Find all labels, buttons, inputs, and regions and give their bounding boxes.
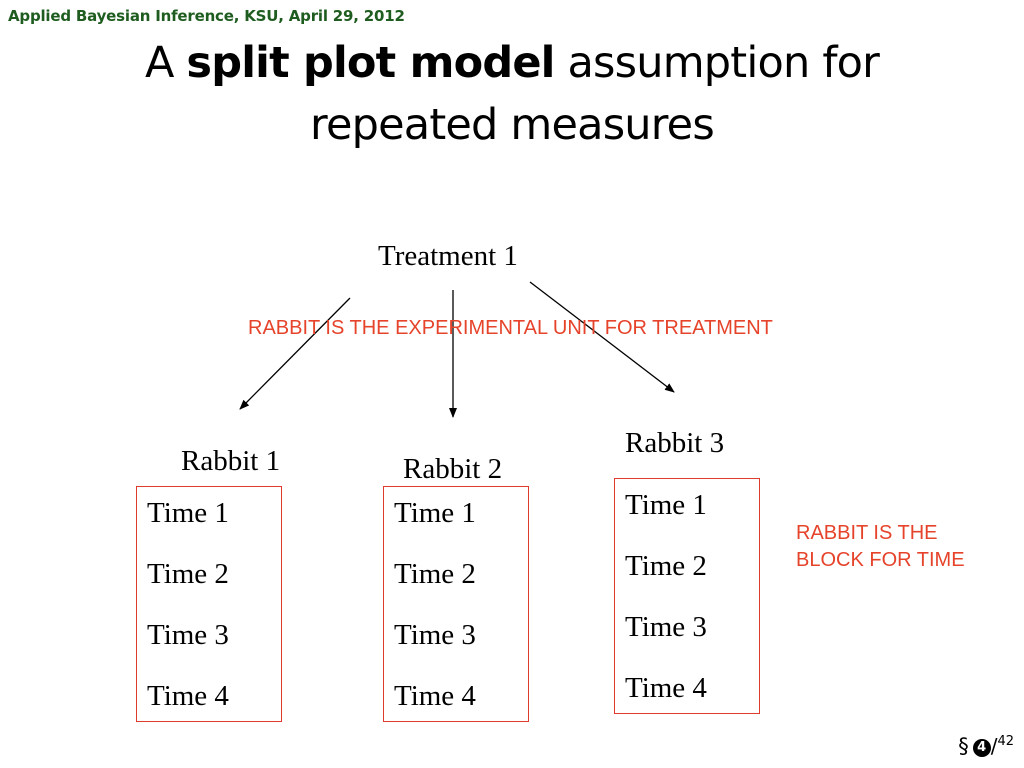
slide-title: A split plot model assumption for repeat… [0, 32, 1024, 156]
note-experimental-unit: RABBIT IS THE EXPERIMENTAL UNIT FOR TREA… [248, 317, 773, 339]
arrow-to-rabbit-3 [529, 281, 675, 393]
note-block-line1: RABBIT IS THE [796, 522, 938, 544]
rabbit-2-time-2: Time 2 [394, 558, 476, 590]
page-slash: / [990, 734, 998, 758]
treatment-label: Treatment 1 [378, 240, 518, 272]
rabbit-2-label: Rabbit 2 [403, 453, 503, 485]
rabbit-2-time-1: Time 1 [394, 497, 476, 529]
rabbit-1-label: Rabbit 1 [181, 445, 281, 477]
arrow-to-rabbit-1 [239, 297, 351, 410]
rabbit-1-time-2: Time 2 [147, 558, 229, 590]
rabbit-3-label: Rabbit 3 [625, 427, 725, 459]
rabbit-1-time-4: Time 4 [147, 680, 229, 712]
rabbit-2-time-3: Time 3 [394, 619, 476, 651]
rabbit-1-time-box: Time 1 Time 2 Time 3 Time 4 [136, 486, 282, 722]
rabbit-1-time-3: Time 3 [147, 619, 229, 651]
title-line1-suffix: assumption for [554, 38, 880, 88]
section-symbol[interactable]: § [958, 734, 969, 758]
rabbit-3-time-1: Time 1 [625, 489, 707, 521]
rabbit-3-time-2: Time 2 [625, 550, 707, 582]
rabbit-2-time-4: Time 4 [394, 680, 476, 712]
rabbit-1-time-1: Time 1 [147, 497, 229, 529]
slide-header: Applied Bayesian Inference, KSU, April 2… [8, 7, 405, 25]
note-block-line2: BLOCK FOR TIME [796, 549, 965, 571]
rabbit-3-time-3: Time 3 [625, 611, 707, 643]
title-bold: split plot model [186, 38, 555, 88]
title-line2: repeated measures [310, 100, 715, 150]
rabbit-2-time-box: Time 1 Time 2 Time 3 Time 4 [383, 486, 529, 722]
note-block-for-time: RABBIT IS THE BLOCK FOR TIME [796, 520, 965, 574]
slide-footer: §4/42 [958, 734, 1014, 758]
title-prefix: A [144, 38, 187, 88]
page-total: 42 [997, 734, 1014, 749]
rabbit-3-time-4: Time 4 [625, 672, 707, 704]
page-number-badge[interactable]: 4 [972, 739, 991, 757]
rabbit-3-time-box: Time 1 Time 2 Time 3 Time 4 [614, 478, 760, 714]
